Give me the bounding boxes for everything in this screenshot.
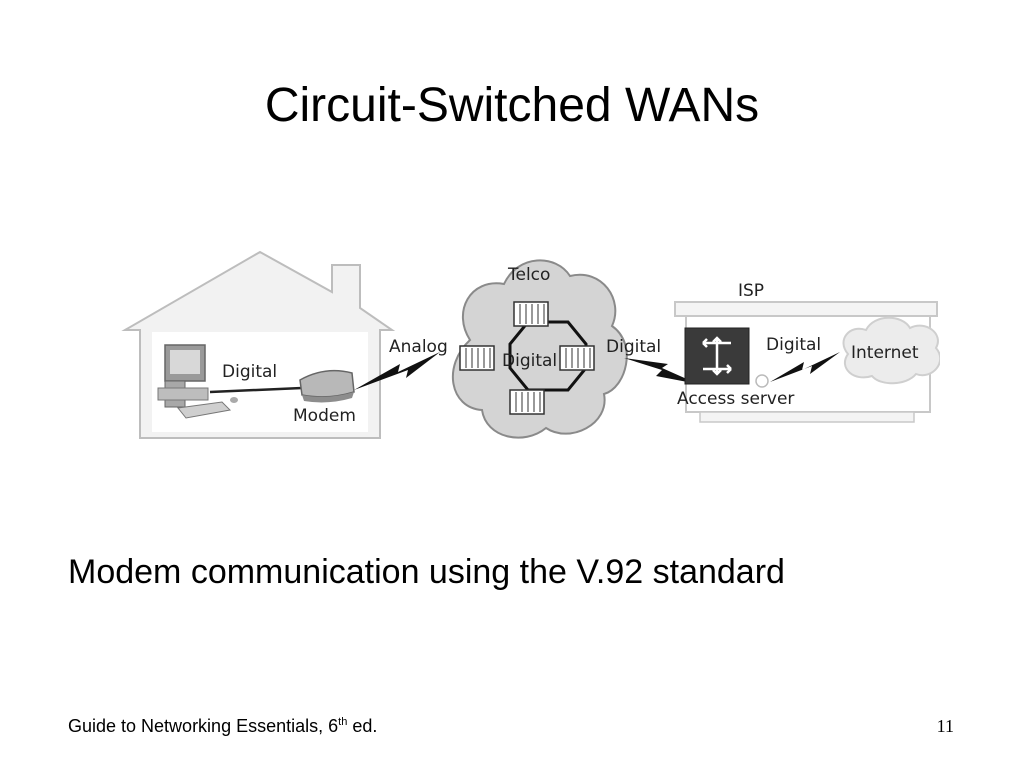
- telco-switch-bottom: [509, 389, 545, 415]
- telco-switch-left: [459, 345, 495, 371]
- telco-switch-ring: [508, 320, 588, 392]
- telco-cloud: [452, 259, 628, 439]
- analog-label: Analog: [389, 337, 448, 357]
- footer-citation: Guide to Networking Essentials, 6th ed.: [68, 716, 377, 737]
- computer-modem-cable: [209, 386, 303, 394]
- footer-suffix: ed.: [347, 716, 378, 736]
- slide-title: Circuit-Switched WANs: [264, 79, 760, 132]
- telco-isp-digital-label: Digital: [606, 337, 661, 357]
- analog-link-bolt: [354, 352, 440, 390]
- footer-superscript: th: [338, 716, 348, 728]
- page-number: 11: [936, 716, 954, 736]
- isp-label: ISP: [738, 281, 764, 301]
- internet-label: Internet: [851, 343, 919, 363]
- access-server-label: Access server: [677, 389, 794, 409]
- telco-isp-link-bolt: [624, 358, 698, 384]
- telco-switch-top: [513, 301, 549, 327]
- isp-internet-link-bolt: [770, 352, 840, 382]
- modem-label: Modem: [293, 406, 356, 426]
- modem-icon: [299, 369, 355, 403]
- slide-caption: Modem communication using the V.92 stand…: [68, 553, 785, 591]
- telco-switch-right: [559, 345, 595, 371]
- telco-digital-label: Digital: [502, 351, 557, 371]
- internet-cloud: [842, 316, 940, 385]
- circuit-switched-diagram: Digital Modem Analog: [121, 250, 940, 439]
- house-digital-label: Digital: [222, 362, 277, 382]
- access-server-icon: [684, 327, 750, 385]
- computer-icon: [157, 344, 238, 419]
- isp-internet-digital-label: Digital: [766, 335, 821, 355]
- telco-label: Telco: [507, 265, 550, 285]
- footer-text: Guide to Networking Essentials, 6: [68, 716, 339, 736]
